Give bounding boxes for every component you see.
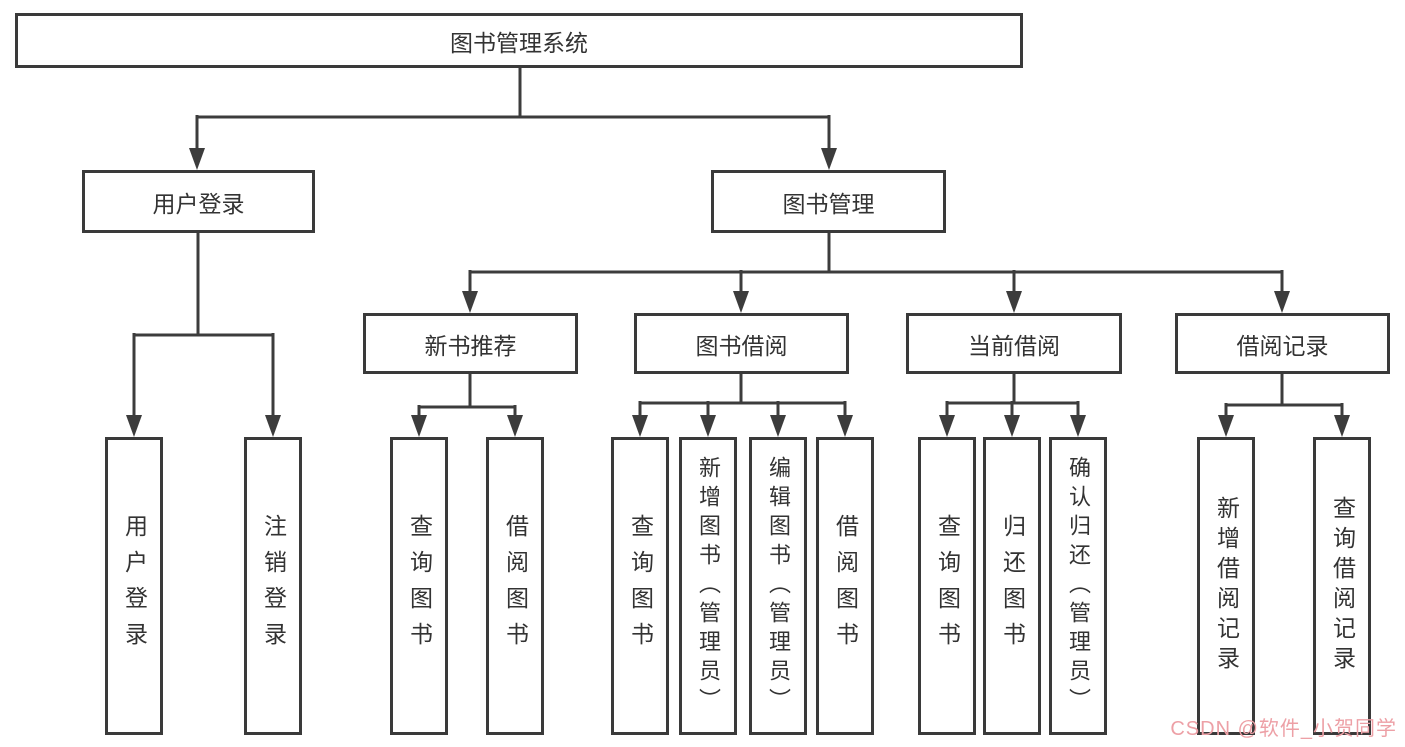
node-book-management: 图书管理	[711, 170, 946, 233]
leaf-label: 确认归还（管理员）	[1066, 455, 1091, 717]
branch-book-management	[462, 233, 1290, 313]
leaf-add-borrow-record: 新增借阅记录	[1197, 437, 1255, 735]
csdn-watermark: CSDN @软件_小贺同学	[1170, 718, 1397, 740]
leaf-borrow-books: 借阅图书	[816, 437, 874, 735]
node-label: 图书借阅	[695, 332, 788, 359]
node-system-root: 图书管理系统	[15, 13, 1023, 68]
node-book-borrow: 图书借阅	[634, 313, 849, 374]
leaf-query-books-recommend: 查询图书	[390, 437, 448, 735]
leaf-query-borrow-record: 查询借阅记录	[1313, 437, 1371, 735]
leaf-label: 查询图书	[934, 514, 961, 658]
leaf-label: 编辑图书（管理员）	[766, 455, 791, 717]
node-label: 图书管理系统	[450, 29, 588, 56]
leaf-return-books: 归还图书	[983, 437, 1041, 735]
branch-current-borrow	[939, 374, 1086, 437]
leaf-confirm-return-admin: 确认归还（管理员）	[1049, 437, 1107, 735]
leaf-label: 新增借阅记录	[1213, 496, 1240, 676]
leaf-label: 注销登录	[260, 514, 287, 658]
leaf-label: 查询图书	[627, 514, 654, 658]
leaf-query-books-borrow: 查询图书	[611, 437, 669, 735]
leaf-label: 用户登录	[121, 514, 148, 658]
node-label: 用户登录	[152, 190, 245, 217]
leaf-label: 查询借阅记录	[1329, 496, 1356, 676]
branch-user-login	[126, 233, 281, 437]
leaf-edit-books-admin: 编辑图书（管理员）	[749, 437, 807, 735]
branch-root	[189, 68, 837, 170]
node-new-book-recommend: 新书推荐	[363, 313, 578, 374]
node-label: 当前借阅	[968, 332, 1060, 359]
leaf-label: 新增图书（管理员）	[696, 455, 721, 717]
branch-borrow-record	[1218, 374, 1350, 437]
leaf-borrow-books-recommend: 借阅图书	[486, 437, 544, 735]
node-user-login: 用户登录	[82, 170, 315, 233]
leaf-add-books-admin: 新增图书（管理员）	[679, 437, 737, 735]
leaf-user-login: 用户登录	[105, 437, 163, 735]
leaf-logout: 注销登录	[244, 437, 302, 735]
leaf-label: 归还图书	[999, 514, 1026, 658]
leaf-label: 借阅图书	[832, 514, 859, 658]
node-label: 借阅记录	[1236, 332, 1329, 359]
branch-new-book	[411, 374, 523, 437]
node-label: 新书推荐	[424, 332, 517, 359]
branch-book-borrow	[632, 374, 853, 437]
leaf-label: 借阅图书	[502, 514, 529, 658]
leaf-query-books-current: 查询图书	[918, 437, 976, 735]
leaf-label: 查询图书	[406, 514, 433, 658]
node-current-borrow: 当前借阅	[906, 313, 1122, 374]
node-borrow-record: 借阅记录	[1175, 313, 1390, 374]
node-label: 图书管理	[782, 190, 875, 217]
